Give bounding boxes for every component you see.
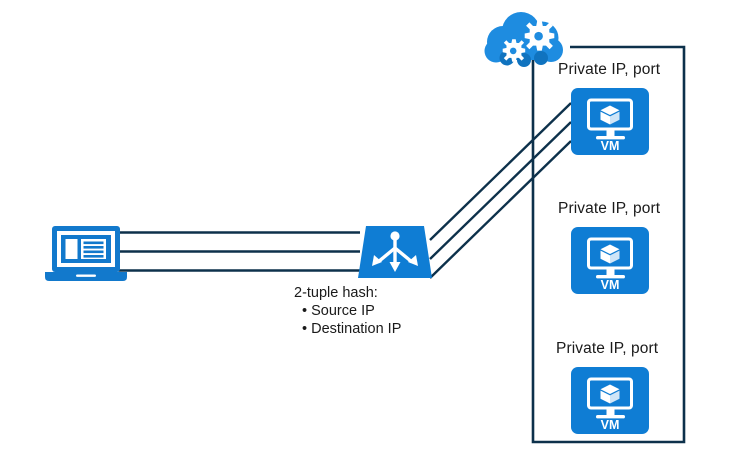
vm-caption-2: VM <box>601 278 620 292</box>
vm-label-3: Private IP, port <box>556 340 659 357</box>
load-balancer-icon <box>358 226 432 278</box>
hash-item-1-label: Destination IP <box>311 321 402 338</box>
hash-item-1: • Destination IP <box>294 320 401 338</box>
vm-icon-3: VM <box>571 367 649 434</box>
hash-annotation: 2-tuple hash: • Source IP • Destination … <box>294 284 401 338</box>
loadbalancer-to-vm-links <box>429 102 572 279</box>
hash-title: 2-tuple hash: <box>294 285 378 301</box>
bullet-glyph: • <box>302 321 308 338</box>
bullet-glyph: • <box>302 303 308 320</box>
vm-icon-1: VM <box>571 88 649 155</box>
hash-item-0-label: Source IP <box>311 303 375 320</box>
vm-caption-1: VM <box>601 139 620 153</box>
vm-caption-3: VM <box>601 418 620 432</box>
hash-item-0: • Source IP <box>294 302 401 320</box>
vnet-boundary-box <box>531 45 686 444</box>
laptop-icon <box>45 226 127 281</box>
client-to-loadbalancer-links <box>118 231 360 272</box>
vm-icon-2: VM <box>571 227 649 294</box>
vm-label-1: Private IP, port <box>558 61 661 78</box>
cloud-gears-icon <box>484 12 563 67</box>
vm-label-2: Private IP, port <box>558 200 661 217</box>
